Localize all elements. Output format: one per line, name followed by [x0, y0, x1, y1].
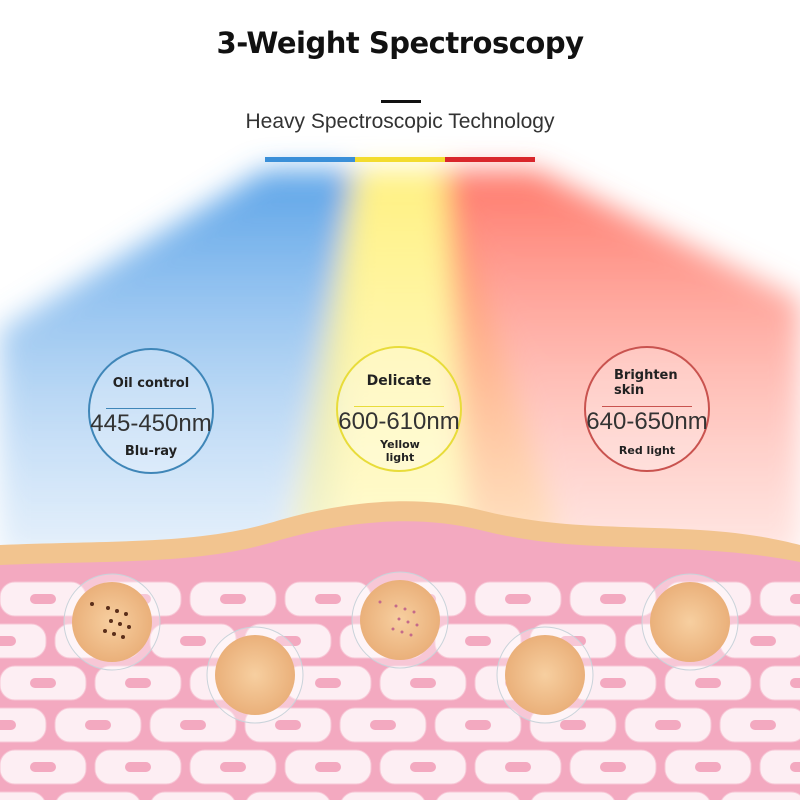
cell-nucleus: [315, 594, 341, 604]
skin-cell: [759, 581, 800, 617]
cell-nucleus: [180, 720, 206, 730]
badge-light-name: Red light: [618, 444, 676, 457]
cell-nucleus: [85, 720, 111, 730]
pore-inset: [206, 626, 304, 724]
cell-nucleus: [0, 720, 16, 730]
cell-nucleus: [505, 762, 531, 772]
badge-effect: Brighten skin: [614, 368, 678, 398]
cell-nucleus: [315, 762, 341, 772]
cell-nucleus: [275, 720, 301, 730]
skin-cell: [56, 791, 140, 800]
blemish-inset: [351, 571, 449, 669]
skin-cell: [721, 791, 800, 800]
cell-nucleus: [30, 678, 56, 688]
cell-nucleus: [30, 594, 56, 604]
cell-nucleus: [410, 762, 436, 772]
skin-cell: [626, 791, 710, 800]
cell-nucleus: [220, 594, 246, 604]
cell-nucleus: [790, 678, 800, 688]
cell-nucleus: [695, 678, 721, 688]
skin-cell: [759, 665, 800, 701]
badge-divider: [602, 406, 692, 407]
skin-cell: [341, 791, 425, 800]
blue-color-bar: [265, 157, 355, 162]
cell-nucleus: [600, 594, 626, 604]
dry-skin-inset: [641, 573, 739, 671]
cell-nucleus: [180, 636, 206, 646]
cell-nucleus: [465, 636, 491, 646]
red-color-bar: [445, 157, 535, 162]
cell-nucleus: [655, 720, 681, 730]
cell-nucleus: [220, 762, 246, 772]
page-title: 3-Weight Spectroscopy: [216, 26, 584, 60]
skin-cell: [531, 791, 615, 800]
cell-nucleus: [410, 678, 436, 688]
cell-nucleus: [275, 636, 301, 646]
cell-nucleus: [790, 594, 800, 604]
cell-nucleus: [560, 720, 586, 730]
yellow-light-badge: Delicate 600-610nm Yellow light: [336, 346, 462, 472]
cell-nucleus: [0, 636, 16, 646]
badge-light-name: Yellow light: [380, 438, 420, 464]
cell-nucleus: [125, 678, 151, 688]
badge-divider: [106, 408, 196, 409]
cell-nucleus: [465, 720, 491, 730]
skin-cell: [759, 749, 800, 785]
cell-nucleus: [750, 720, 776, 730]
cell-nucleus: [790, 762, 800, 772]
title-divider: [381, 100, 421, 103]
badge-wavelength: 640-650nm: [586, 408, 708, 435]
skin-cell: [0, 623, 47, 659]
cell-nucleus: [370, 720, 396, 730]
badge-wavelength: 445-450nm: [90, 410, 212, 437]
cell-nucleus: [750, 636, 776, 646]
badge-effect: Oil control: [112, 376, 190, 391]
skin-cell: [151, 791, 235, 800]
skin-cell: [246, 791, 330, 800]
yellow-color-bar: [355, 157, 445, 162]
skin-cell: [0, 791, 45, 800]
badge-divider: [354, 406, 444, 407]
cell-nucleus: [695, 762, 721, 772]
page-subtitle: Heavy Spectroscopic Technology: [245, 110, 555, 133]
acne-inset: [63, 573, 161, 671]
cell-nucleus: [30, 762, 56, 772]
cell-nucleus: [600, 678, 626, 688]
red-light-badge: Brighten skin 640-650nm Red light: [584, 346, 710, 472]
wrinkle-inset: [496, 626, 594, 724]
cell-nucleus: [600, 762, 626, 772]
badge-wavelength: 600-610nm: [338, 408, 460, 435]
badge-light-name: Blu-ray: [124, 444, 178, 459]
blue-light-badge: Oil control 445-450nm Blu-ray: [88, 348, 214, 474]
badge-effect: Delicate: [366, 373, 432, 389]
cell-nucleus: [315, 678, 341, 688]
cell-nucleus: [125, 762, 151, 772]
cell-nucleus: [505, 594, 531, 604]
skin-cell: [436, 791, 520, 800]
skin-cell: [0, 707, 47, 743]
